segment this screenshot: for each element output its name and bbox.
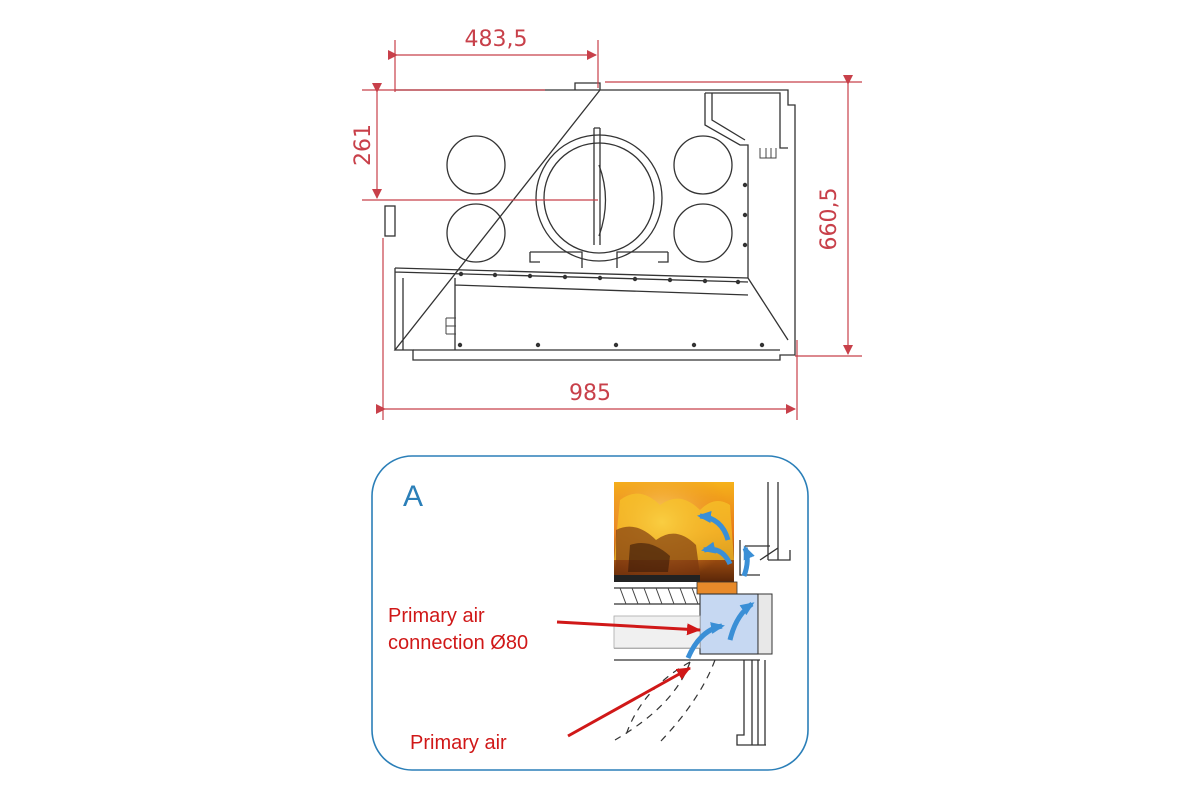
dim-label-261: 261 [351, 124, 376, 166]
right-latch [759, 148, 777, 159]
label-primary-air-connection-line1: Primary air [388, 605, 485, 627]
callout-arrow-connection [556, 620, 701, 636]
flue-damper [593, 127, 601, 245]
vent-opening-top-left [446, 135, 506, 195]
vent-opening-bottom-right [673, 203, 733, 263]
detail-a-panel: A [371, 455, 809, 771]
left-connector [384, 205, 396, 237]
top-view-drawing: 483,5 261 660,5 985 [351, 27, 862, 420]
flue-outer-ring [535, 134, 663, 262]
airflow-arrows [685, 511, 755, 660]
dimension-height-partial: 261 [351, 83, 598, 201]
vent-opening-bottom-left [446, 203, 506, 263]
label-primary-air-connection-line2: connection Ø80 [388, 632, 528, 654]
air-path-dashed [614, 659, 716, 743]
rivets [457, 182, 765, 348]
fire-illustration [614, 482, 734, 582]
dim-label-985: 985 [569, 381, 611, 406]
dimension-height-total: 660,5 [605, 75, 862, 357]
flue-inner-ring [543, 142, 655, 254]
dim-label-483: 483,5 [465, 27, 528, 52]
detail-letter: A [403, 480, 423, 513]
base-plate [394, 268, 780, 351]
side-wall [757, 593, 773, 655]
dimension-width-total: 985 [376, 238, 798, 420]
fire-grate [614, 587, 700, 605]
dimension-depth-offset: 483,5 [388, 27, 599, 92]
lower-insulation [613, 615, 701, 649]
callout-arrow-primary-air [567, 666, 691, 738]
right-panel [394, 92, 789, 341]
flue-supports [529, 251, 669, 268]
base-latch [445, 317, 456, 335]
dim-label-660: 660,5 [817, 188, 842, 251]
damper-blade [598, 164, 607, 237]
label-primary-air: Primary air [410, 732, 507, 754]
vent-opening-top-right [673, 135, 733, 195]
insulation-block [696, 581, 738, 595]
